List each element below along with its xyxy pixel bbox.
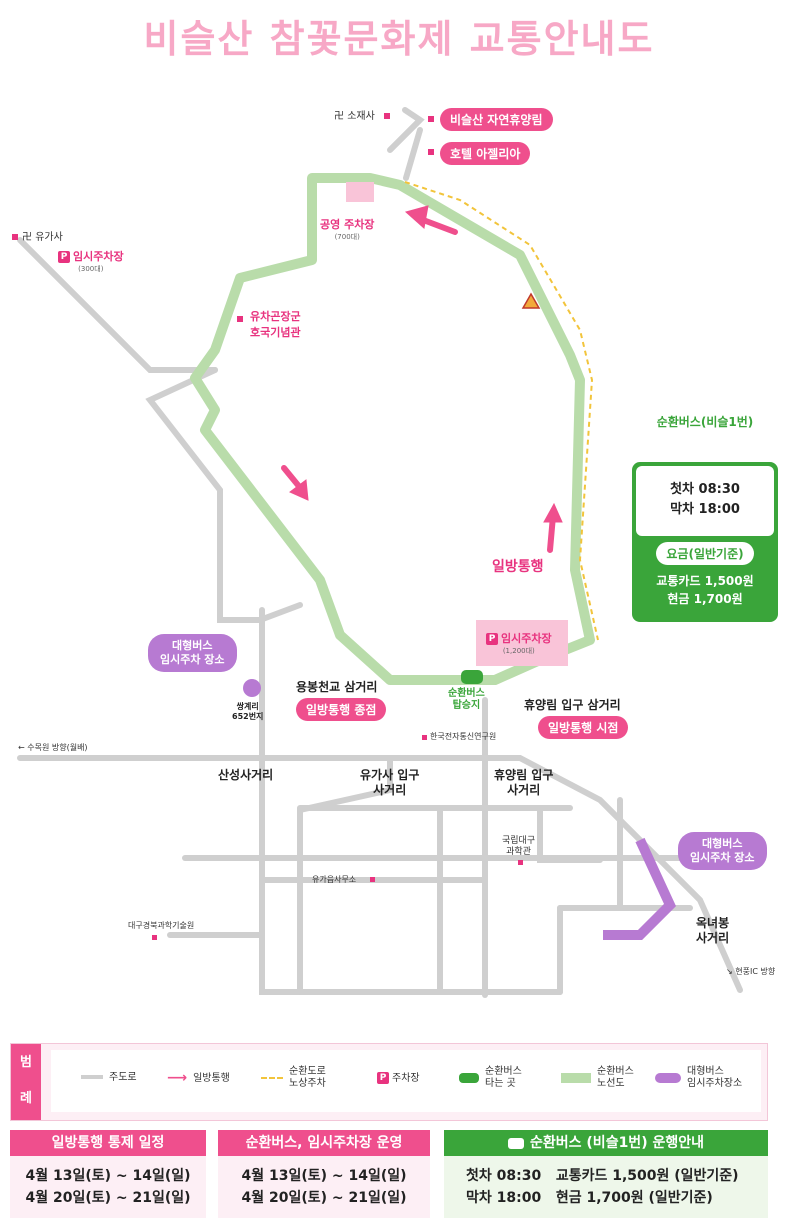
fare-card: 교통카드 1,500원 (656, 574, 754, 588)
schedule-parking-date-2: 4월 20일(토) ~ 21일(일) (241, 1190, 407, 1206)
label-dgist: 대구경북과학기술원 (128, 921, 195, 930)
pill-oneway-start: 일방통행 시점 (538, 716, 629, 739)
schedule-oneway: 일방통행 통제 일정 4월 13일(토) ~ 14일(일) 4월 20일(토) … (10, 1130, 206, 1218)
label-etri: 한국전자통신연구원 (430, 732, 497, 741)
label-hyuyang: 휴양림 입구 삼거리 (524, 698, 621, 712)
label-yongbong: 용봉천교 삼거리 (296, 680, 378, 694)
label-hotel-azalea: 호텔 아젤리아 (440, 142, 531, 165)
schedule-oneway-date-1: 4월 13일(토) ~ 14일(일) (25, 1168, 191, 1184)
bus-fare: 교통카드 1,500원 현금 1,700원 (632, 572, 778, 608)
schedule-parking: 순환버스, 임시주차장 운영 4월 13일(토) ~ 14일(일) 4월 20일… (218, 1130, 430, 1218)
schedule-parking-title: 순환버스, 임시주차장 운영 (218, 1130, 430, 1156)
label-yuga-office: 유가읍사무소 (312, 875, 357, 884)
label-public-parking: 공영 주차장(700대) (320, 218, 375, 241)
pill-oneway-end: 일방통행 종점 (296, 698, 387, 721)
bigbus-parking-right (603, 837, 677, 940)
label-sojaesa: 卍 소재사 (334, 111, 375, 122)
bus-panel-heading: 순환버스(비슬1번) (656, 415, 754, 429)
schedule-bus: 순환버스 (비슬1번) 운행안내 첫차 08:30 교통카드 1,500원 (일… (444, 1130, 768, 1218)
label-natural-forest: 비슬산 자연휴양림 (440, 108, 553, 131)
schedule-bus-row-1: 첫차 08:30 교통카드 1,500원 (일반기준) (466, 1168, 739, 1184)
schedule-oneway-dates: 4월 13일(토) ~ 14일(일) 4월 20일(토) ~ 21일(일) (10, 1156, 206, 1218)
schedule-bus-row-2: 막차 18:00 현금 1,700원 (일반기준) (466, 1190, 713, 1206)
schedule-bus-title: 순환버스 (비슬1번) 운행안내 (444, 1130, 768, 1156)
roadside-parking-line (404, 181, 599, 641)
warning-sign-icon (521, 292, 541, 309)
oneway-arrows (281, 205, 563, 553)
label-to-hyeonpung: ↘ 현풍IC 방향 (726, 967, 776, 976)
fare-cash: 현금 1,700원 (667, 592, 743, 606)
label-sanseong: 산성사거리 (218, 768, 274, 782)
map-title: 비슬산 참꽃문화제 교통안내도 (143, 17, 655, 61)
legend-main-road: 주도로 (81, 1072, 137, 1084)
schedule-oneway-title: 일방통행 통제 일정 (10, 1130, 206, 1156)
bus-route-loop (190, 173, 595, 685)
label-to-suwon: ← 수목원 방향(월배) (18, 743, 88, 752)
legend-oneway: ⟶일방통행 (167, 1070, 230, 1086)
bus-stop-marker (461, 670, 483, 684)
schedule-oneway-date-2: 4월 20일(토) ~ 21일(일) (25, 1190, 191, 1206)
bus-first-time: 첫차 08:30 (670, 482, 740, 497)
bus-last-time: 막차 18:00 (670, 502, 740, 517)
parking-lot-marker (346, 182, 374, 202)
schedule-parking-date-1: 4월 13일(토) ~ 14일(일) (241, 1168, 407, 1184)
schedule-parking-dates: 4월 13일(토) ~ 14일(일) 4월 20일(토) ~ 21일(일) (218, 1156, 430, 1218)
label-oneway: 일방통행 (492, 559, 544, 575)
label-yugasa: 卍 유가사 (12, 228, 63, 243)
bigbus-parking-left (243, 679, 261, 697)
bus-icon (508, 1137, 525, 1149)
bus-fare-title: 요금(일반기준) (656, 542, 754, 565)
route-map (17, 107, 743, 998)
bus-panel-times: 첫차 08:30 막차 18:00 (636, 466, 774, 536)
schedule-bus-body: 첫차 08:30 교통카드 1,500원 (일반기준) 막차 18:00 현금 … (444, 1156, 768, 1218)
bus-panel: 첫차 08:30 막차 18:00 요금(일반기준) 교통카드 1,500원 현… (632, 462, 778, 622)
